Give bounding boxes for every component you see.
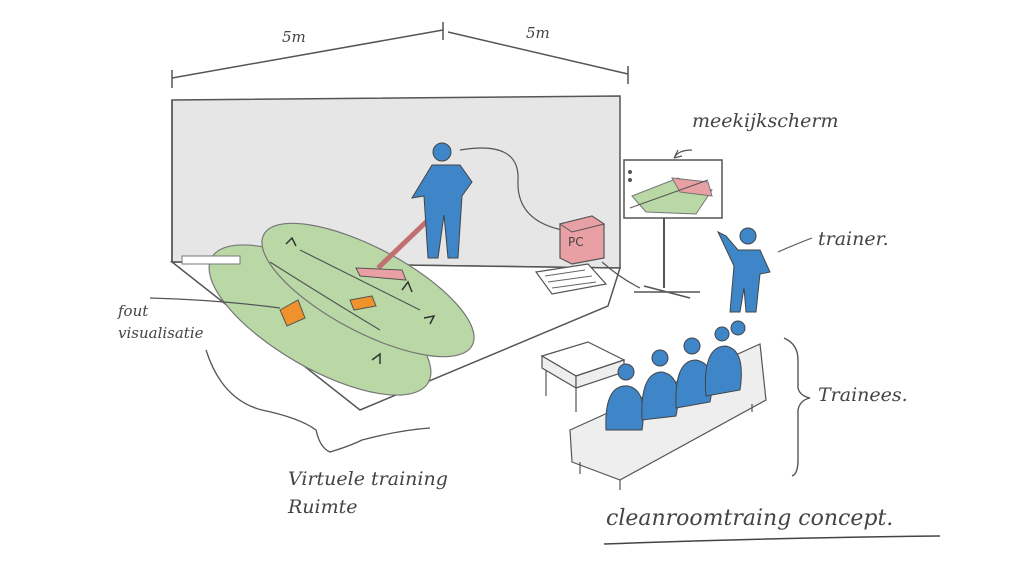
pc-label: PC xyxy=(568,236,584,248)
concept-title: cleanroomtraing concept. xyxy=(606,508,893,530)
monitor-label: meekijkscherm xyxy=(692,112,838,131)
title-underline xyxy=(604,536,940,544)
room-label-line2: Ruimte xyxy=(288,498,358,517)
error-label-line1: fout xyxy=(118,304,148,319)
room-label-line1: Virtuele training xyxy=(288,470,448,489)
dimension-label-left: 5m xyxy=(282,30,306,45)
error-label-line2: visualisatie xyxy=(118,326,204,341)
trainees-bracket xyxy=(784,338,810,476)
dimension-line-left xyxy=(172,22,443,88)
trainer-figure xyxy=(718,228,770,312)
dimension-label-right: 5m xyxy=(526,26,550,41)
trainees-label: Trainees. xyxy=(818,386,908,405)
trainer-label: trainer. xyxy=(818,230,889,249)
room-back-wall xyxy=(172,96,620,268)
